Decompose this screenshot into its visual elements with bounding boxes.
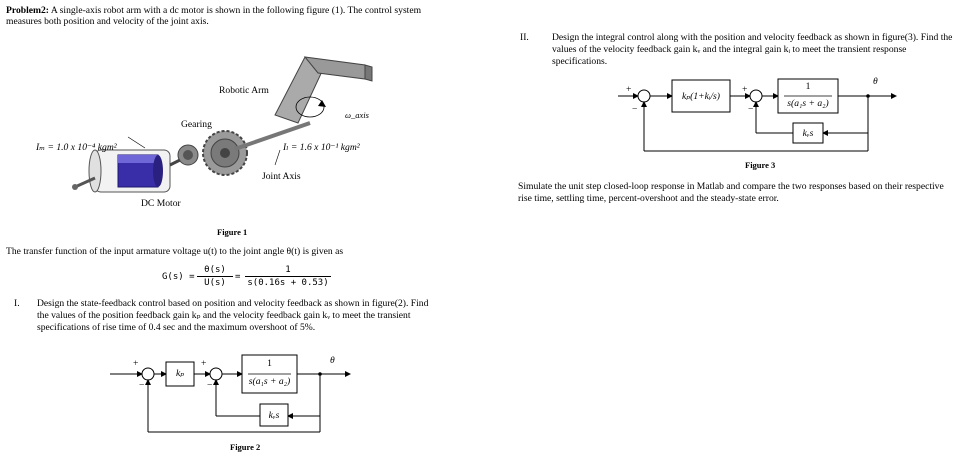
fig2-output-theta: θ [330, 355, 335, 366]
figure1-caption: Figure 1 [217, 227, 248, 237]
fig2-minus-2: − [207, 380, 213, 391]
part2-line3: specifications. [552, 56, 608, 67]
figure3-caption: Figure 3 [745, 160, 776, 170]
transfer-frac2-num: 1 [285, 265, 291, 275]
part2-line2: values of the velocity feedback gain kᵥ … [552, 44, 907, 55]
fig3-controller-label: kₚ(1+kᵢ/s) [682, 91, 720, 102]
transfer-function-sentence: The transfer function of the input armat… [6, 246, 344, 257]
fig2-feedback-kv: kᵥs [268, 410, 280, 421]
fig3-output-theta: θ [873, 76, 878, 87]
label-dc-motor: DC Motor [141, 198, 181, 209]
fig2-plant-den: s(a₁s + a₂) [248, 376, 291, 387]
label-joint-axis: Joint Axis [262, 171, 301, 182]
summing-junction-1 [141, 367, 155, 381]
transfer-lhs: G(s) = [162, 272, 195, 282]
figure3-block-diagram [618, 78, 897, 152]
fig3-summing-junction-1 [637, 89, 651, 103]
figure2-caption: Figure 2 [230, 442, 261, 452]
transfer-equals: = [235, 272, 241, 282]
transfer-frac1-num: θ(s) [204, 265, 226, 275]
label-gearing: Gearing [181, 119, 212, 130]
fig3-plus-2: + [742, 84, 748, 95]
transfer-frac1-den: U(s) [204, 278, 226, 288]
fig3-plant-num: 1 [805, 81, 811, 92]
gain-kp-block [165, 361, 195, 387]
figure2-block-diagram [110, 354, 351, 433]
simulate-line2: rise time, settling time, percent-oversh… [518, 193, 779, 204]
part1-numeral: I. [14, 298, 20, 309]
fig2-gain-kp: kₚ [175, 368, 185, 379]
label-motor-inertia: Iₘ = 1.0 x 10⁻⁴ kgm² [36, 142, 117, 153]
problem-heading: Problem2: [6, 5, 49, 16]
transfer-frac2-den: s(0.16s + 0.53) [247, 278, 329, 288]
fig3-plus-1: + [626, 84, 632, 95]
label-robotic-arm: Robotic Arm [219, 85, 269, 96]
robot-arm-figure [72, 56, 373, 193]
dc-motor-illustration [72, 149, 171, 193]
part1-line3: specifications of rise time of 0.4 sec a… [37, 322, 316, 333]
fig2-plus-1: + [133, 358, 139, 369]
summing-junction-2 [209, 367, 223, 381]
part2-line1: Design the integral control along with t… [552, 32, 953, 43]
fig3-plant-den: s(a₁s + a₂) [787, 98, 829, 109]
part2-numeral: II. [520, 32, 529, 43]
problem-intro-text: A single-axis robot arm with a dc motor … [50, 5, 422, 16]
fig3-minus-1: − [632, 104, 638, 115]
transfer-frac1-bar [197, 276, 233, 277]
gearing-illustration [169, 130, 248, 176]
label-load-inertia: Iₗ = 1.6 x 10⁻¹ kgm² [283, 142, 360, 153]
part1-line2: the values of the position feedback gain… [37, 310, 411, 321]
fig2-plus-2: + [201, 358, 207, 369]
problem-intro-line2: measures both position and velocity of t… [6, 16, 209, 27]
simulate-line1: Simulate the unit step closed-loop respo… [518, 181, 944, 192]
problem-intro-line1: Problem2: A single-axis robot arm with a… [6, 5, 421, 16]
robotic-arm-illustration [274, 56, 373, 124]
transfer-frac2-bar [245, 276, 331, 277]
fig2-plant-num: 1 [267, 358, 272, 369]
fig3-summing-junction-2 [749, 89, 763, 103]
velocity-feedback-block [259, 403, 289, 427]
label-omega-axis: ω_axis [345, 110, 369, 120]
part1-line1: Design the state-feedback control based … [37, 298, 429, 309]
fig3-feedback-kv: kᵥs [802, 128, 814, 139]
fig3-minus-2: − [748, 104, 754, 115]
fig2-minus-1: − [139, 380, 145, 391]
